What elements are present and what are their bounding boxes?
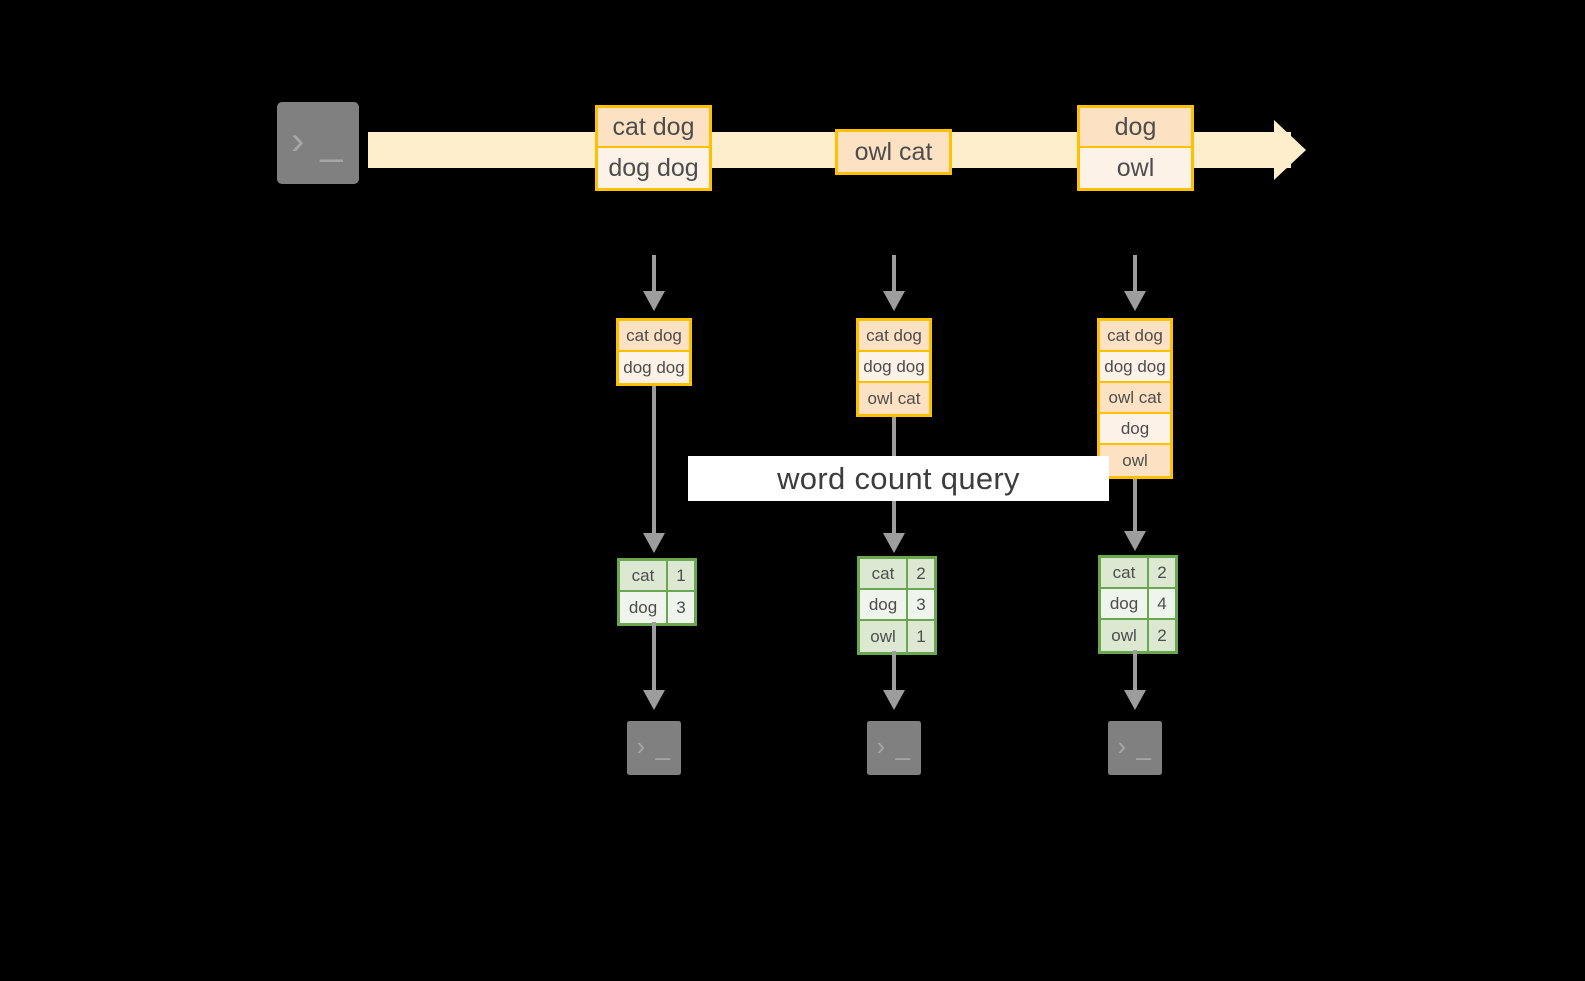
count-word: dog xyxy=(620,592,668,623)
count-word: dog xyxy=(860,590,908,619)
snapshot-record: owl xyxy=(1100,445,1170,476)
stream-to-snapshot-arrow-line-1 xyxy=(652,255,656,293)
stream-to-snapshot-arrow-line-2 xyxy=(892,255,896,293)
count-table-1[interactable]: cat 1 dog 3 xyxy=(617,558,697,626)
query-arrow-line-1 xyxy=(652,386,656,536)
count-word: cat xyxy=(860,559,908,588)
terminal-icon-consumer-2[interactable]: › _ xyxy=(860,714,928,782)
snapshot-record: dog dog xyxy=(619,352,689,383)
count-value: 4 xyxy=(1149,589,1175,618)
snapshot-records-3[interactable]: cat dog dog dog owl cat dog owl xyxy=(1097,318,1173,479)
stream-group-3[interactable]: dog owl xyxy=(1077,105,1194,191)
snapshot-record: dog xyxy=(1100,414,1170,445)
snapshot-record: cat dog xyxy=(1100,321,1170,352)
count-value: 3 xyxy=(908,590,934,619)
table-row: cat 2 xyxy=(860,559,934,590)
count-value: 2 xyxy=(1149,620,1175,651)
snapshot-record: owl cat xyxy=(859,383,929,414)
snapshot-records-2[interactable]: cat dog dog dog owl cat xyxy=(856,318,932,417)
table-row: dog 4 xyxy=(1101,589,1175,620)
stream-timeline-arrowhead xyxy=(1274,120,1306,180)
stream-to-snapshot-arrow-head-3 xyxy=(1124,291,1146,311)
stream-record: dog dog xyxy=(598,148,709,188)
stream-record: cat dog xyxy=(598,108,709,148)
count-word: cat xyxy=(1101,558,1149,587)
result-arrow-head-2 xyxy=(883,690,905,710)
count-table-3[interactable]: cat 2 dog 4 owl 2 xyxy=(1098,555,1178,654)
terminal-icon-consumer-3[interactable]: › _ xyxy=(1101,714,1169,782)
query-arrow-head-2 xyxy=(883,533,905,553)
result-arrow-head-1 xyxy=(643,690,665,710)
count-value: 3 xyxy=(668,592,694,623)
query-arrow-head-3 xyxy=(1124,531,1146,551)
query-arrow-line-3 xyxy=(1133,479,1137,536)
terminal-prompt-icon: › _ xyxy=(636,731,672,761)
terminal-prompt-icon: › _ xyxy=(291,118,345,163)
count-word: cat xyxy=(620,561,668,590)
stream-group-1[interactable]: cat dog dog dog xyxy=(595,105,712,191)
terminal-prompt-icon: › _ xyxy=(1117,731,1153,761)
table-row: cat 2 xyxy=(1101,558,1175,589)
stream-record: owl cat xyxy=(838,132,949,172)
count-word: dog xyxy=(1101,589,1149,618)
terminal-prompt-icon: › _ xyxy=(876,731,912,761)
snapshot-record: cat dog xyxy=(859,321,929,352)
stream-to-snapshot-arrow-line-3 xyxy=(1133,255,1137,293)
stream-to-snapshot-arrow-head-1 xyxy=(643,291,665,311)
count-word: owl xyxy=(860,621,908,652)
table-row: dog 3 xyxy=(620,592,694,623)
terminal-icon-source[interactable]: › _ xyxy=(268,93,368,193)
table-row: owl 2 xyxy=(1101,620,1175,651)
count-value: 2 xyxy=(908,559,934,588)
snapshot-record: dog dog xyxy=(859,352,929,383)
result-arrow-line-3 xyxy=(1133,650,1137,694)
snapshot-records-1[interactable]: cat dog dog dog xyxy=(616,318,692,386)
query-arrow-head-1 xyxy=(643,533,665,553)
result-arrow-head-3 xyxy=(1124,690,1146,710)
query-label-text: word count query xyxy=(777,460,1020,496)
snapshot-record: owl cat xyxy=(1100,383,1170,414)
snapshot-record: cat dog xyxy=(619,321,689,352)
query-label-banner: word count query xyxy=(688,456,1109,501)
table-row: dog 3 xyxy=(860,590,934,621)
count-word: owl xyxy=(1101,620,1149,651)
snapshot-record: dog dog xyxy=(1100,352,1170,383)
result-arrow-line-2 xyxy=(892,651,896,694)
stream-record: owl xyxy=(1080,148,1191,188)
count-table-2[interactable]: cat 2 dog 3 owl 1 xyxy=(857,556,937,655)
count-value: 1 xyxy=(908,621,934,652)
table-row: owl 1 xyxy=(860,621,934,652)
stream-record: dog xyxy=(1080,108,1191,148)
stream-to-snapshot-arrow-head-2 xyxy=(883,291,905,311)
terminal-icon-consumer-1[interactable]: › _ xyxy=(620,714,688,782)
stream-group-2[interactable]: owl cat xyxy=(835,129,952,175)
count-value: 1 xyxy=(668,561,694,590)
result-arrow-line-1 xyxy=(652,622,656,694)
table-row: cat 1 xyxy=(620,561,694,592)
count-value: 2 xyxy=(1149,558,1175,587)
